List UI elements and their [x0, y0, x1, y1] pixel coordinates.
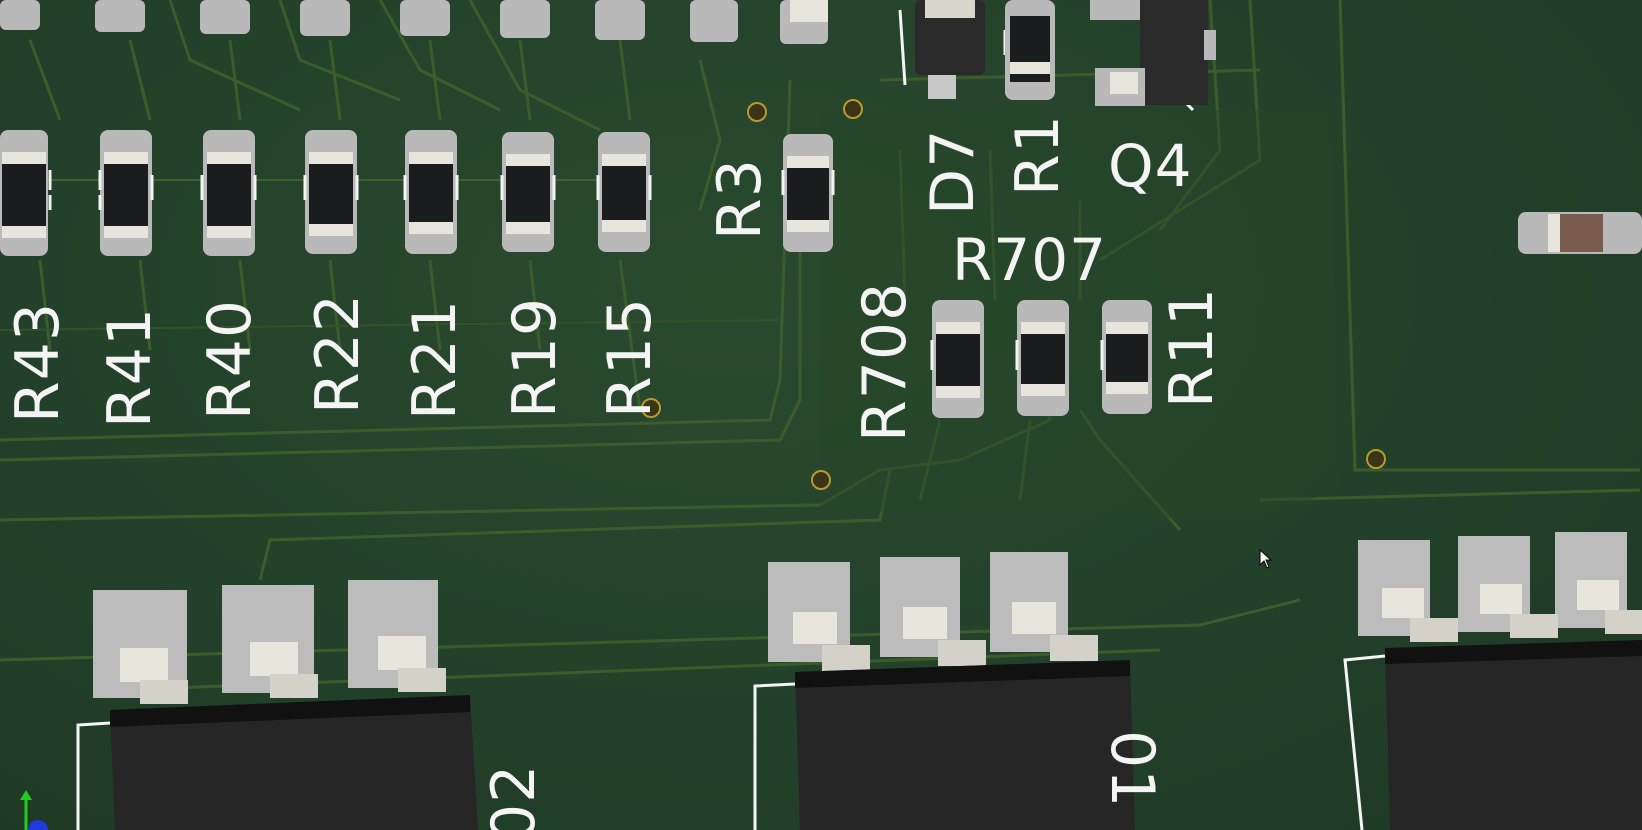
mouse-pointer-icon	[1259, 549, 1273, 569]
ic-packages	[76, 532, 1642, 830]
label-ic-left: 02	[479, 763, 549, 830]
top-row-resistors	[0, 0, 828, 44]
label-r40: R40	[195, 298, 265, 420]
vias	[641, 99, 1386, 490]
label-r11: R11	[1157, 286, 1227, 408]
label-r21: R21	[400, 298, 470, 420]
label-q4: Q4	[1108, 132, 1193, 200]
label-r3: R3	[705, 158, 775, 240]
xyz-axis-icon[interactable]	[12, 790, 52, 830]
label-r43: R43	[3, 301, 73, 423]
resistor-row	[0, 130, 1152, 418]
label-r707: R707	[952, 226, 1108, 294]
label-r1: R1	[1003, 114, 1073, 196]
label-ic-mid: 01	[1097, 730, 1167, 809]
label-r41: R41	[95, 306, 165, 428]
top-right-components	[915, 0, 1642, 254]
label-r22: R22	[303, 292, 373, 414]
label-r708: R708	[850, 281, 920, 442]
label-r15: R15	[595, 296, 665, 418]
label-d7: D7	[918, 128, 988, 215]
label-r19: R19	[500, 296, 570, 418]
